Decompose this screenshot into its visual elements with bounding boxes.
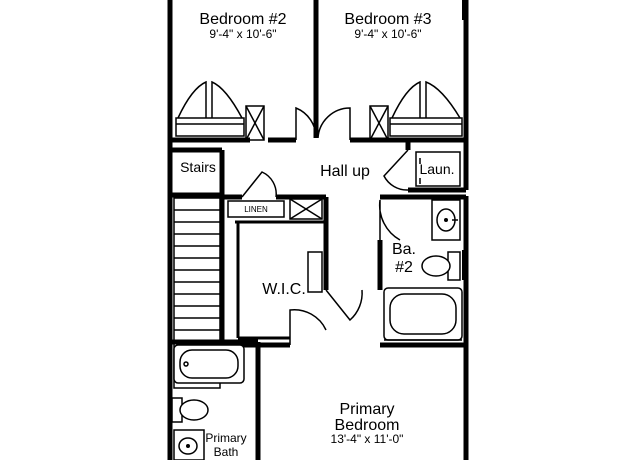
primary-bath-label-line2: Bath [214,445,239,459]
stairs-label: Stairs [180,159,216,175]
primary-bath-label-line1: Primary [205,431,246,445]
linen-label: LINEN [244,205,268,214]
bedroom2-dims: 9'-4" x 10'-6" [209,27,276,41]
doors [241,106,409,345]
bedroom3-closet [369,80,463,141]
bedroom3-dims: 9'-4" x 10'-6" [354,27,421,41]
exterior-mark [462,0,466,20]
bath2-label-line2: #2 [395,259,413,276]
wic-shelf [307,251,323,293]
primary-bedroom-label-line1: Primary [339,401,394,418]
laundry-label: Laun. [419,161,454,177]
hall-label: Hall up [320,163,370,180]
stairs-treads [173,197,221,389]
bath2-label-line1: Ba. [392,241,416,258]
bedroom2-closet [175,80,265,141]
primary-bedroom-label-line2: Bedroom [335,417,400,434]
bedroom3-label: Bedroom #3 [344,11,431,28]
bath2-fixtures [383,199,468,341]
primary-bedroom-dims: 13'-4" x 11'-0" [331,432,404,446]
linen-closet [227,198,323,220]
walls [167,0,469,460]
wic-label: W.I.C. [262,281,306,298]
bedroom2-label: Bedroom #2 [199,11,286,28]
primary-bath-fixtures [171,344,245,460]
laundry-appliance [415,151,461,187]
